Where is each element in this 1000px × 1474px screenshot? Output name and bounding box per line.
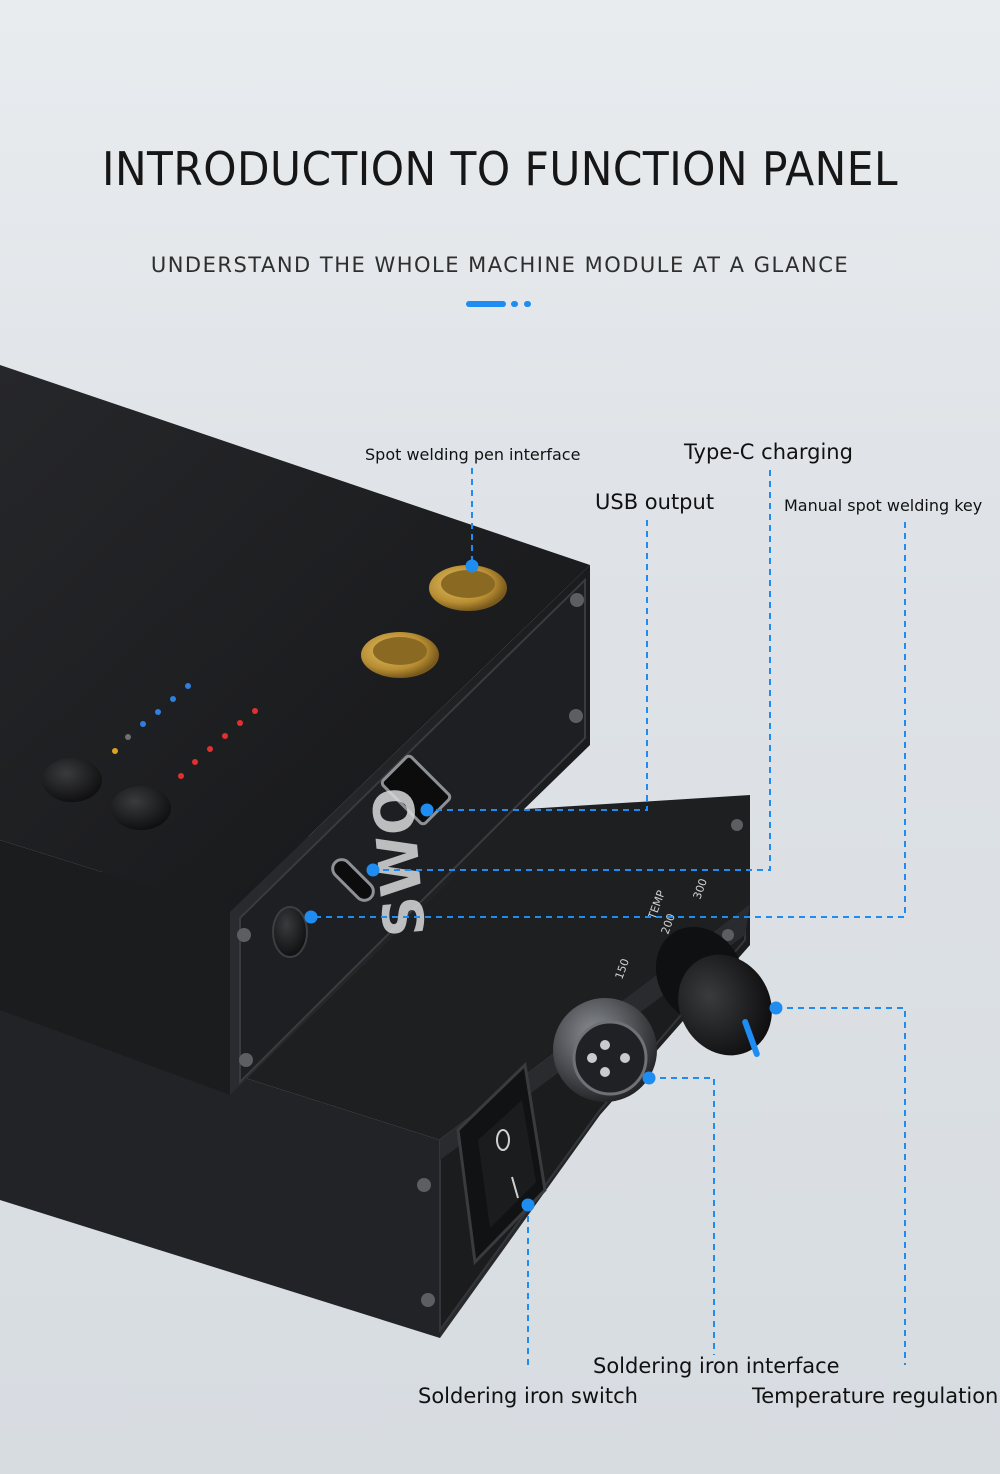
label-iron-interface: Soldering iron interface (593, 1354, 840, 1378)
manual-weld-key (272, 906, 308, 958)
usb-port (380, 754, 452, 826)
label-manual-key: Manual spot welding key (784, 496, 983, 515)
callout-dots (304, 559, 783, 1212)
upper-side-panel (239, 577, 586, 1085)
page-title: INTRODUCTION TO FUNCTION PANEL (101, 142, 899, 196)
label-temperature: Temperature regulation (752, 1384, 999, 1408)
callout-lines (311, 468, 906, 1368)
label-spot-welding-pen: Spot welding pen interface (365, 445, 581, 464)
label-usb: USB output (595, 490, 715, 514)
lower-unit-front (0, 1000, 440, 1338)
top-button-1 (42, 758, 102, 802)
upper-unit-top (0, 365, 590, 912)
decor-bar (466, 301, 506, 307)
page-subtitle: UNDERSTAND THE WHOLE MACHINE MODULE AT A… (150, 253, 850, 277)
type-c-port (331, 858, 375, 902)
led-indicators (112, 683, 258, 779)
label-iron-switch: Soldering iron switch (418, 1384, 638, 1408)
label-type-c: Type-C charging (684, 440, 853, 464)
upper-unit-front (0, 840, 230, 1095)
screws (237, 593, 743, 1307)
top-button-2 (111, 786, 171, 830)
decor-dot (511, 301, 518, 307)
decor-dot (524, 301, 531, 307)
